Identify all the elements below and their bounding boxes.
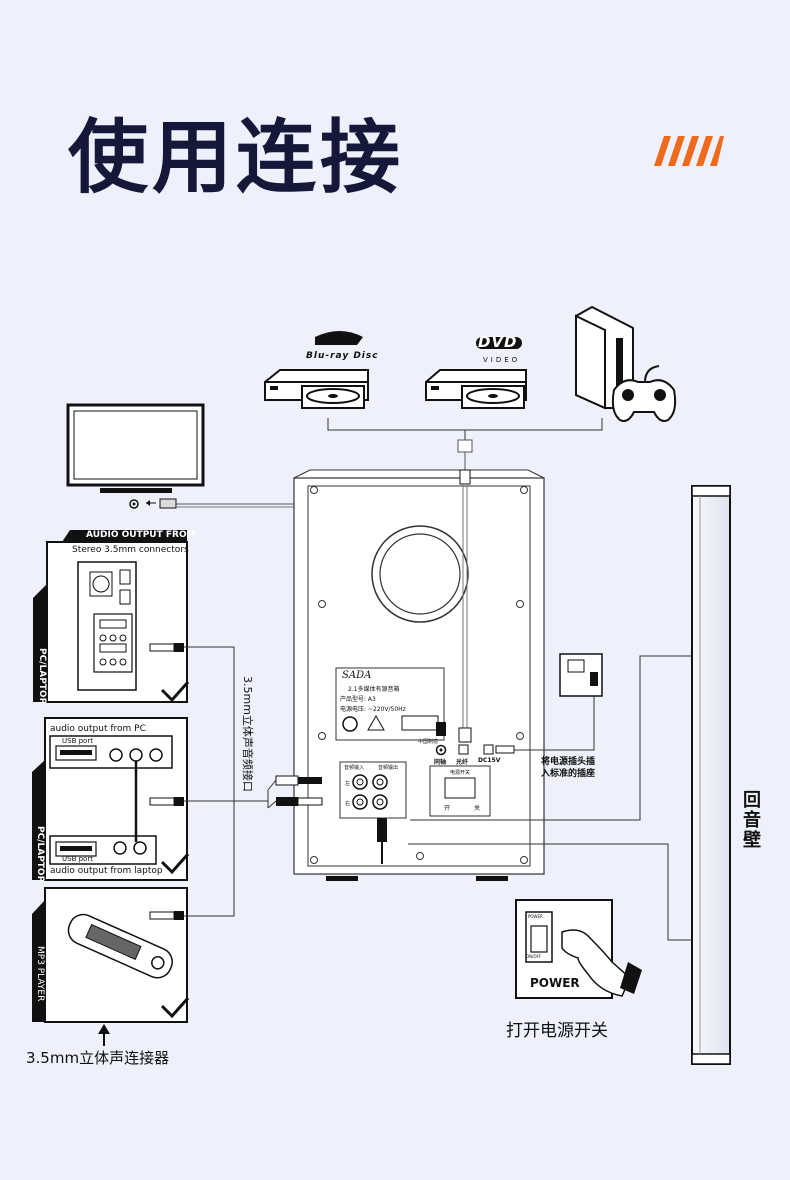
audio-in-label: 音频输入 xyxy=(344,765,365,771)
pc-audio-panel xyxy=(32,717,190,881)
speaker-label-line1: 2.1多媒体有源音箱 xyxy=(348,686,400,693)
speaker-label-line3: 电源电压: ~220V/50Hz xyxy=(340,706,406,713)
power-button-label: POWER xyxy=(530,976,580,990)
game-console-icon xyxy=(575,305,677,422)
mp3-side-label: MP3 PLAYER xyxy=(35,946,45,1002)
power-switch-icon xyxy=(515,899,642,999)
speaker-brand: SADA xyxy=(342,670,372,681)
bluray-logo-text: Blu-ray Disc xyxy=(306,351,379,361)
audio-out-label: 音频输出 xyxy=(378,765,399,771)
power-panel-label: 电源开关 xyxy=(450,770,471,776)
dvd-logo-text: DVD xyxy=(478,333,518,351)
wall-socket-icon xyxy=(559,653,603,697)
power-onoff-label: ON/OFF xyxy=(526,954,542,959)
pc-laptop-panel xyxy=(33,530,190,703)
tv-icon xyxy=(66,403,205,509)
speaker-label-line2: 产品型号: A3 xyxy=(340,696,376,703)
cable-label: 3.5mm立体声音频接口 xyxy=(241,676,254,792)
socket-note-line1: 将电源插头插 xyxy=(541,757,596,767)
pc-audio-top-label: audio output from PC xyxy=(50,724,146,734)
decorative-stripes-icon xyxy=(654,136,724,166)
dvd-video-text: VIDEO xyxy=(483,356,521,364)
optical-port-label: 光纤 xyxy=(456,759,469,766)
pc-panel-subheader: Stereo 3.5mm connectors xyxy=(72,545,189,555)
made-in-label: 中国制造 xyxy=(418,739,439,745)
power-on-label: 开 xyxy=(444,805,451,812)
pc-audio-side-label: PC/LAPTOP xyxy=(35,826,45,883)
socket-note-line2: 入标准的插座 xyxy=(541,769,596,779)
soundbar-icon xyxy=(691,485,731,1065)
power-switch-small-label: POWER xyxy=(528,914,543,919)
optical-connector-icon xyxy=(457,439,473,453)
connector-caption: 3.5mm立体声连接器 xyxy=(26,1049,170,1067)
usb-port-label-top: USB port xyxy=(62,737,93,745)
pc-panel-side-label: PC/LAPTOP xyxy=(37,648,47,705)
power-caption: 打开电源开关 xyxy=(506,1021,608,1041)
right-channel-label: 右 xyxy=(345,801,351,807)
usb-port-label-bottom: USB port xyxy=(62,855,93,863)
audio-cables xyxy=(149,643,323,920)
left-channel-label: 左 xyxy=(345,781,351,787)
power-off-label: 关 xyxy=(474,805,481,812)
laptop-audio-bottom-label: audio output from laptop xyxy=(50,866,163,876)
dc-port-label: DC15V xyxy=(478,757,501,764)
page-title: 使用连接 xyxy=(68,111,404,204)
dvd-player-icon xyxy=(425,337,527,409)
coax-port-label: 同轴 xyxy=(434,759,447,766)
soundbar-label: 回音壁 xyxy=(740,790,761,850)
bluray-player-icon xyxy=(264,331,369,409)
subwoofer-back-panel xyxy=(293,469,545,881)
pc-panel-header: AUDIO OUTPUT FROM xyxy=(86,530,196,540)
mp3-player-panel xyxy=(32,887,190,1023)
